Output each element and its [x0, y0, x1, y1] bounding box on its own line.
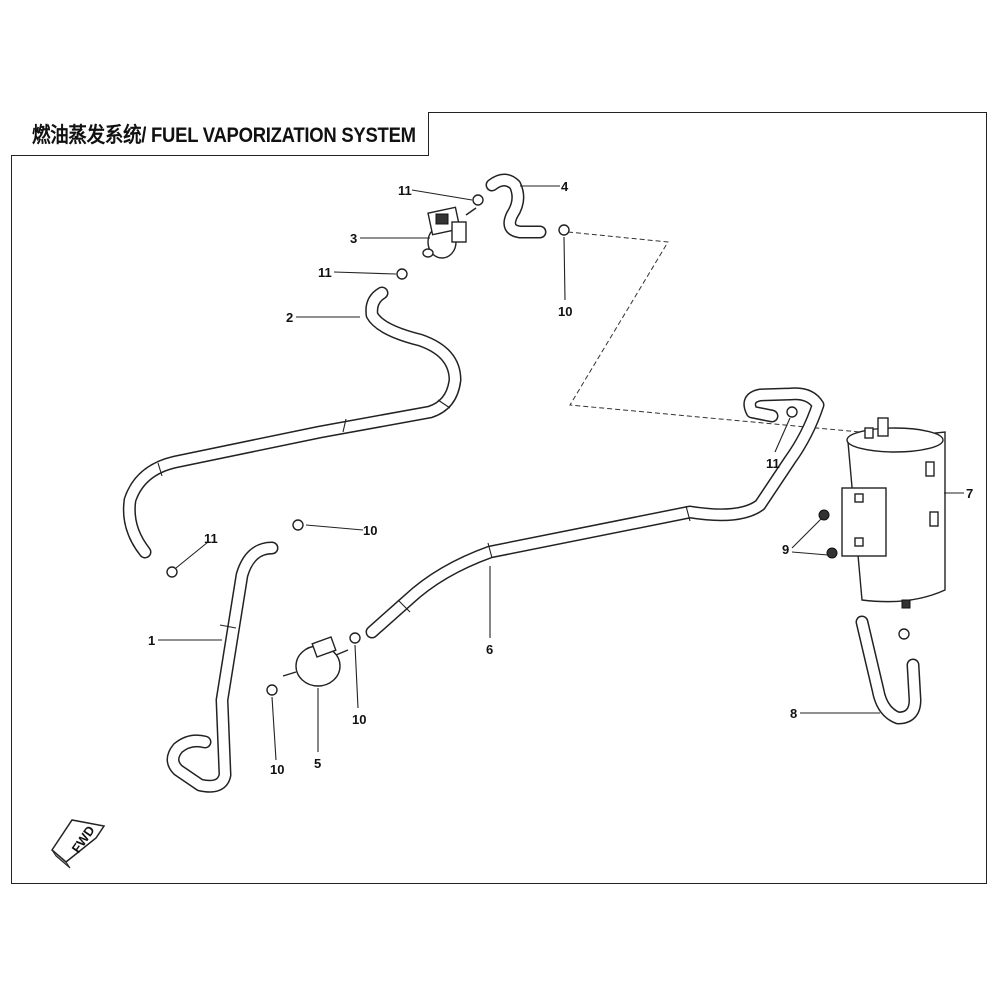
canister	[841, 417, 946, 609]
hose-6	[365, 387, 825, 639]
diagram-frame	[11, 112, 987, 884]
callout-7: 7	[966, 486, 973, 501]
callout-1: 1	[148, 633, 155, 648]
callout-2: 2	[286, 310, 293, 325]
title-box	[11, 112, 429, 156]
solenoid-valve	[422, 206, 477, 259]
callout-11-a: 11	[398, 183, 412, 198]
callout-11-c: 11	[766, 456, 780, 471]
callout-5: 5	[314, 756, 321, 771]
check-valve	[282, 636, 349, 687]
leader-lines	[158, 185, 964, 761]
clamps	[166, 194, 910, 696]
callout-9: 9	[782, 542, 789, 557]
callout-3: 3	[350, 231, 357, 246]
hose-2	[122, 286, 462, 559]
callout-10-c: 10	[270, 762, 284, 777]
fwd-arrow-icon: FWD	[51, 819, 106, 869]
callout-11-d: 11	[204, 531, 218, 546]
callout-6: 6	[486, 642, 493, 657]
callout-10-b: 10	[352, 712, 366, 727]
hose-1	[166, 541, 279, 793]
callout-8: 8	[790, 706, 797, 721]
page-title: 燃油蒸发系统/ FUEL VAPORIZATION SYSTEM	[32, 124, 416, 147]
hose-8	[855, 615, 922, 725]
callout-10-d: 10	[558, 304, 572, 319]
routing-dashed-line	[567, 231, 861, 433]
callout-4: 4	[561, 179, 569, 194]
callout-10-a: 10	[363, 523, 377, 538]
hose-4	[485, 173, 547, 239]
callout-11-b: 11	[318, 265, 332, 280]
